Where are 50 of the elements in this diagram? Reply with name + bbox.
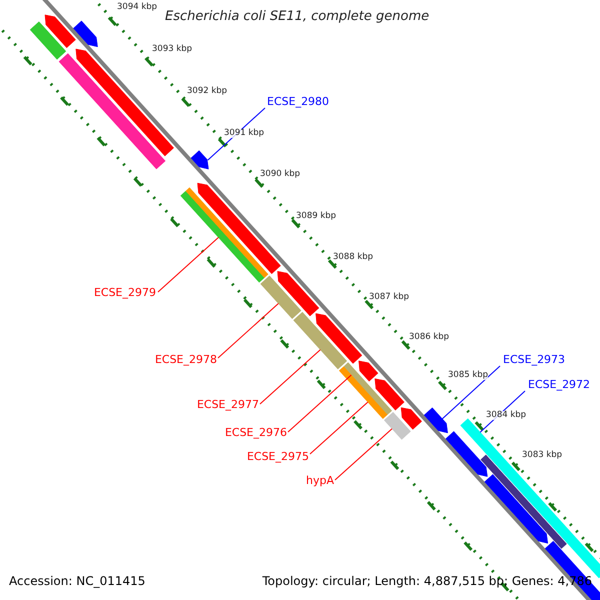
gene-feature: [73, 20, 98, 48]
genome-info-note: Topology: circular; Length: 4,887,515 bp; Genes: 4,786: [262, 575, 592, 587]
scale-label: 3083 kbp: [522, 451, 562, 460]
gene-bar: [260, 276, 302, 319]
gene-label: hypA: [306, 475, 334, 486]
scale-label: 3094 kbp: [117, 3, 158, 12]
gene-label: ECSE_2979: [94, 287, 156, 298]
gene-feature: [44, 14, 76, 48]
gene-bar: [293, 312, 348, 370]
gene-bar: [384, 412, 411, 440]
scale-label: 3084 kbp: [486, 411, 526, 420]
gene-feature: [445, 431, 488, 477]
gene-label: ECSE_2980: [267, 96, 330, 107]
leader-line: [288, 374, 352, 432]
gene-feature: [484, 474, 548, 544]
scale-label: 3088 kbp: [333, 253, 374, 262]
scale-label: 3086 kbp: [409, 333, 450, 342]
title: Escherichia coli SE11, complete genome: [165, 10, 430, 23]
gene-label: ECSE_2975: [246, 451, 309, 462]
scale-label: 3091 kbp: [224, 129, 264, 138]
gene-feature: [400, 407, 422, 430]
gene-bar: [30, 21, 66, 60]
gene-feature: [358, 360, 378, 382]
gene-bar: [58, 53, 166, 170]
gene-label: ECSE_2977: [196, 399, 259, 410]
gene-feature: [190, 150, 209, 170]
gene-feature: [424, 407, 448, 434]
scale-label: 3085 kbp: [448, 371, 488, 380]
leader-line: [158, 236, 219, 292]
leader-line: [218, 303, 279, 358]
gene-label: ECSE_2976: [224, 427, 287, 438]
gene-bar: [186, 187, 268, 278]
gene-feature: [277, 271, 320, 316]
scale-label: 3092 kbp: [187, 87, 228, 96]
gene-label: ECSE_2972: [528, 379, 590, 390]
scale-label: 3087 kbp: [369, 293, 410, 302]
gene-bar: [180, 190, 265, 283]
gene-label: ECSE_2973: [503, 354, 566, 365]
gene-feature: [197, 182, 281, 274]
scale-label: 3093 kbp: [152, 45, 192, 54]
gene-feature: [316, 313, 362, 364]
scale-label: 3089 kbp: [296, 212, 336, 220]
leader-line: [334, 428, 392, 480]
leader-line: [260, 349, 321, 404]
leader-line: [442, 366, 500, 420]
scale-label: 3090 kbp: [260, 170, 300, 178]
gene-label: ECSE_2978: [154, 354, 217, 365]
accession-note: Accession: NC_011415: [9, 575, 146, 587]
leader-line: [310, 402, 368, 454]
gene-feature: [374, 378, 404, 410]
